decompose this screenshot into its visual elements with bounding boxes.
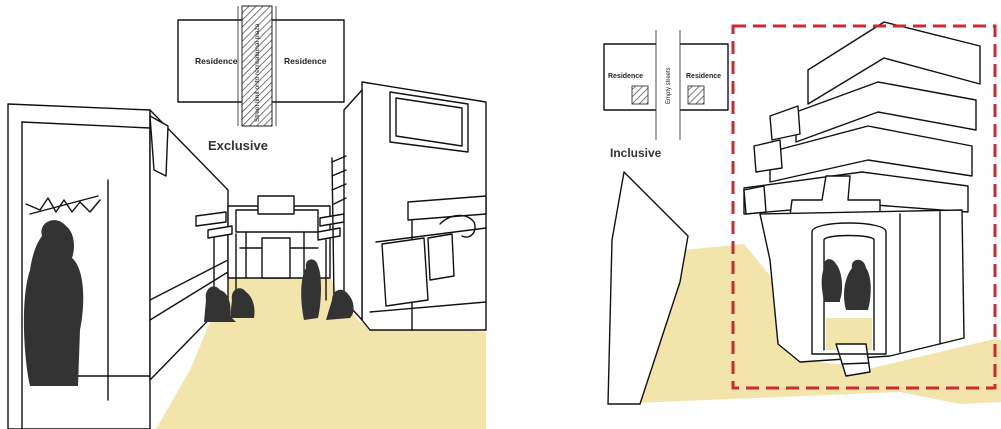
inclusive-caption: Inclusive [610, 146, 662, 160]
inclusive-left-residence-label: Residence [608, 73, 643, 80]
inclusive-street-label: Empty streets [666, 67, 672, 104]
exclusive-caption: Exclusive [208, 138, 268, 153]
exclusive-plan-inset: Residence Residence Street limit onto re… [178, 6, 344, 126]
inclusive-right-residence-label: Residence [686, 73, 721, 80]
inclusive-building [744, 22, 980, 376]
exclusive-right-residence-label: Residence [284, 56, 327, 66]
inclusive-illustration: Residence Residence Empty streets Inclus… [604, 22, 1001, 404]
exclusive-illustration: Residence Residence Street limit onto re… [8, 6, 486, 429]
exclusive-left-residence-label: Residence [195, 56, 238, 66]
inclusive-plan-inset: Residence Residence Empty streets [604, 30, 728, 140]
exclusive-street-label: Street limit onto recreational plaza [254, 23, 261, 122]
exclusive-right-building [332, 82, 486, 330]
